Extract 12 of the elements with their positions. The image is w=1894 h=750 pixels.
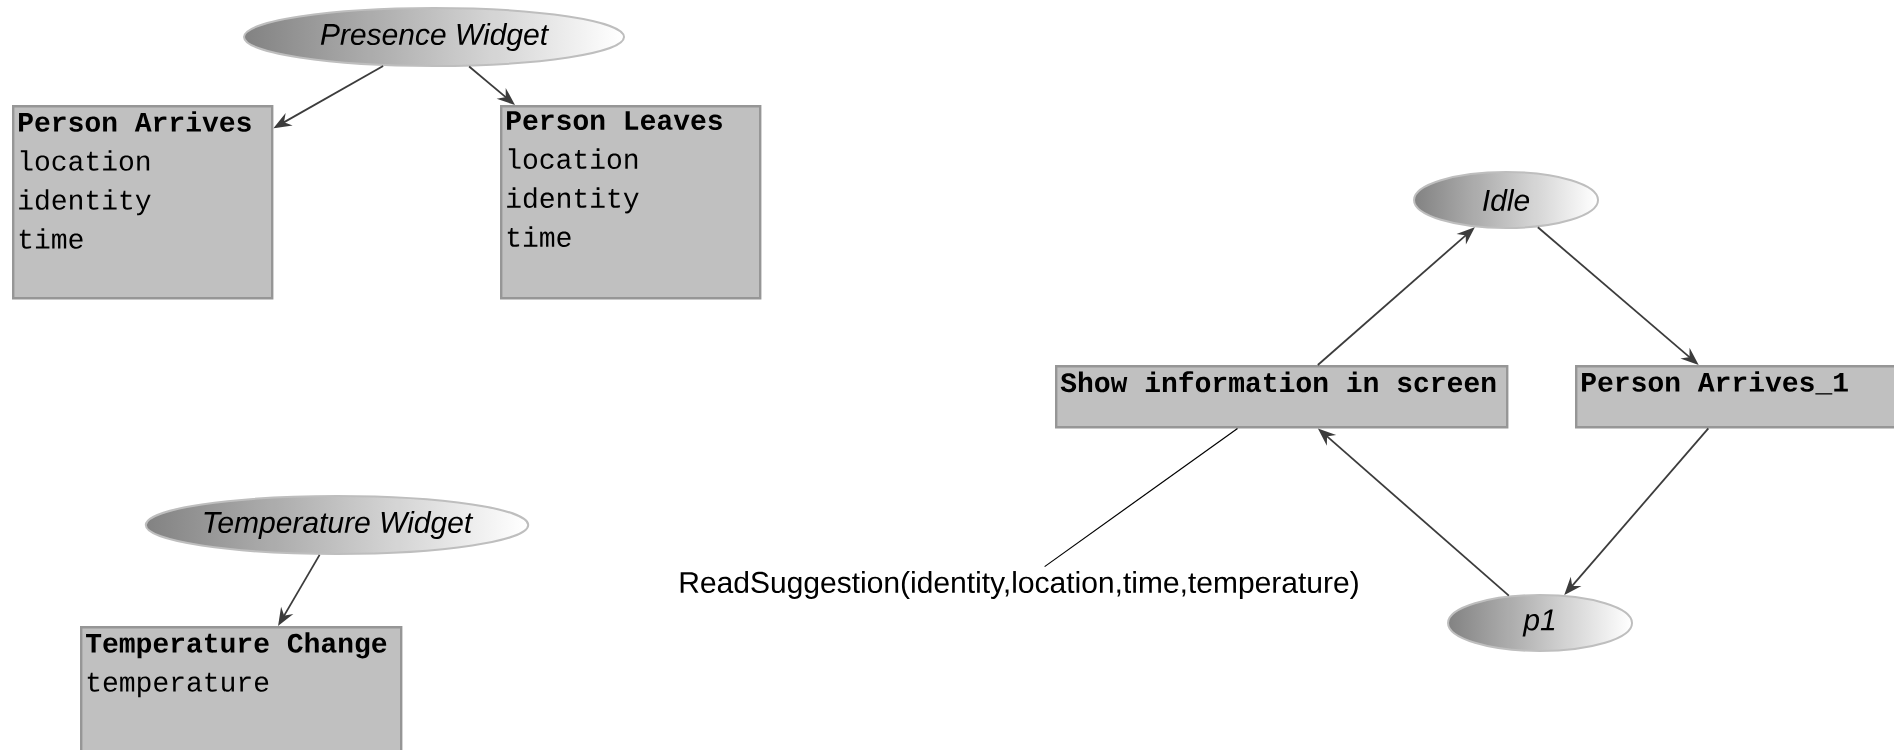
ellipse-node: Idle <box>1413 171 1599 229</box>
event-box: Person Arrives location identity time <box>12 105 274 300</box>
annotation-text: ReadSuggestion(identity,location,time,temperature) <box>680 571 1358 599</box>
event-box: Person Leaves location identity time <box>500 105 762 300</box>
ellipse-node: Temperature Widget <box>144 495 530 555</box>
event-box: Temperature Change temperature <box>80 626 403 750</box>
arrow <box>1564 427 1710 595</box>
leader-line <box>1044 427 1239 568</box>
event-box: Show information in screen <box>1055 365 1509 429</box>
ellipse-node: p1 <box>1447 594 1633 652</box>
event-box: Person Arrives_1 <box>1575 365 1894 429</box>
ellipse-node: Presence Widget <box>243 7 625 67</box>
